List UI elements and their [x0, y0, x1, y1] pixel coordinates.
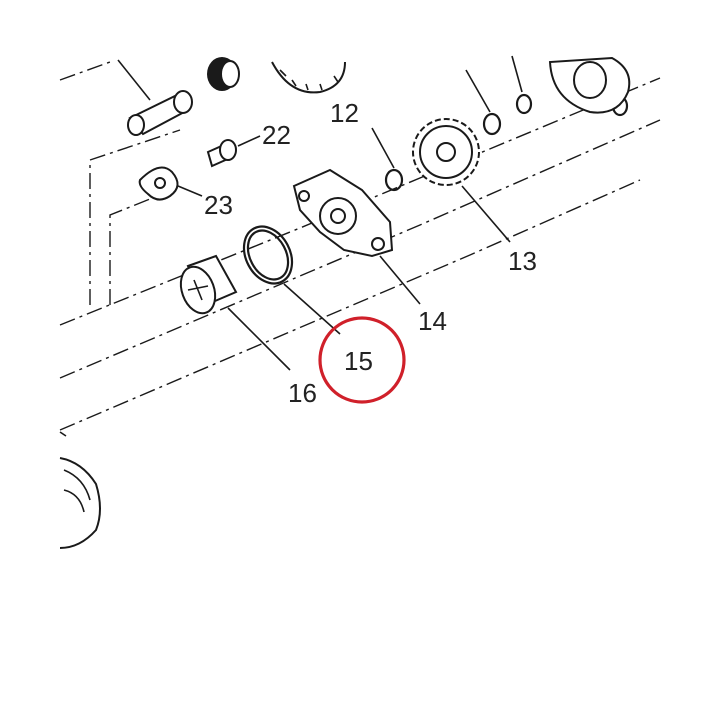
leader-16 — [227, 307, 291, 371]
shaft-part — [117, 59, 193, 136]
callout-22: 22 — [262, 120, 291, 150]
bracket-14-bore — [330, 208, 346, 224]
knurled-bushing — [207, 57, 240, 91]
callout-16: 16 — [288, 378, 317, 408]
e-ring-part-12 — [371, 127, 404, 192]
callout-12: 12 — [330, 98, 359, 128]
leader-22 — [237, 135, 261, 147]
e-ring-12 — [384, 168, 404, 192]
axis-line-lower — [59, 179, 641, 431]
o-ring-15-outer — [242, 225, 294, 285]
sleeve-16-splines — [187, 279, 209, 301]
ring-b-leader — [511, 55, 523, 93]
clip-hole — [154, 177, 166, 189]
clip-part-23 — [138, 166, 203, 201]
sleeve-part-16 — [179, 254, 291, 371]
ring-a-leader — [465, 69, 491, 113]
assembly-axes — [59, 61, 661, 431]
axis-line-bracket-2 — [109, 194, 161, 305]
axis-line-middle — [59, 119, 661, 379]
leader-13 — [461, 185, 511, 243]
lower-left-part-partial — [59, 431, 101, 549]
callout-23: 23 — [204, 190, 233, 220]
screw-part-22 — [206, 135, 261, 168]
bracket-14-hole-a — [298, 190, 310, 202]
leader-15 — [283, 283, 341, 335]
callout-labels: 12 13 14 15 16 22 23 — [204, 98, 537, 408]
bushing-face — [220, 60, 240, 88]
shaft-tip — [127, 114, 145, 136]
housing-cover-partial — [548, 56, 631, 114]
housing-cover-hub — [573, 61, 607, 99]
axis-line-bracket — [89, 129, 181, 305]
callout-13: 13 — [508, 246, 537, 276]
bracket-14-hole-b — [371, 237, 385, 251]
top-gear-outline — [271, 61, 346, 94]
gear-13-hub — [436, 142, 456, 162]
top-gear-partial — [271, 61, 346, 94]
o-ring-part-15 — [242, 225, 341, 335]
lower-left-part-detail — [59, 431, 91, 513]
highlight-circle — [318, 316, 406, 404]
ring-b — [515, 93, 533, 115]
axis-line-top-left — [59, 61, 111, 81]
shaft-end — [173, 90, 193, 114]
leader-23 — [177, 185, 203, 197]
o-ring-15-inner — [246, 229, 290, 281]
leader-14 — [379, 255, 421, 305]
top-gear-teeth — [279, 69, 339, 91]
ring-a — [482, 112, 502, 136]
leader-12 — [371, 127, 395, 169]
callout-15: 15 — [344, 346, 373, 376]
callout-14: 14 — [418, 306, 447, 336]
gear-part-13 — [412, 118, 511, 243]
bracket-part-14 — [292, 168, 421, 305]
shaft-leader-stub — [117, 59, 151, 101]
screw-head — [219, 139, 237, 161]
